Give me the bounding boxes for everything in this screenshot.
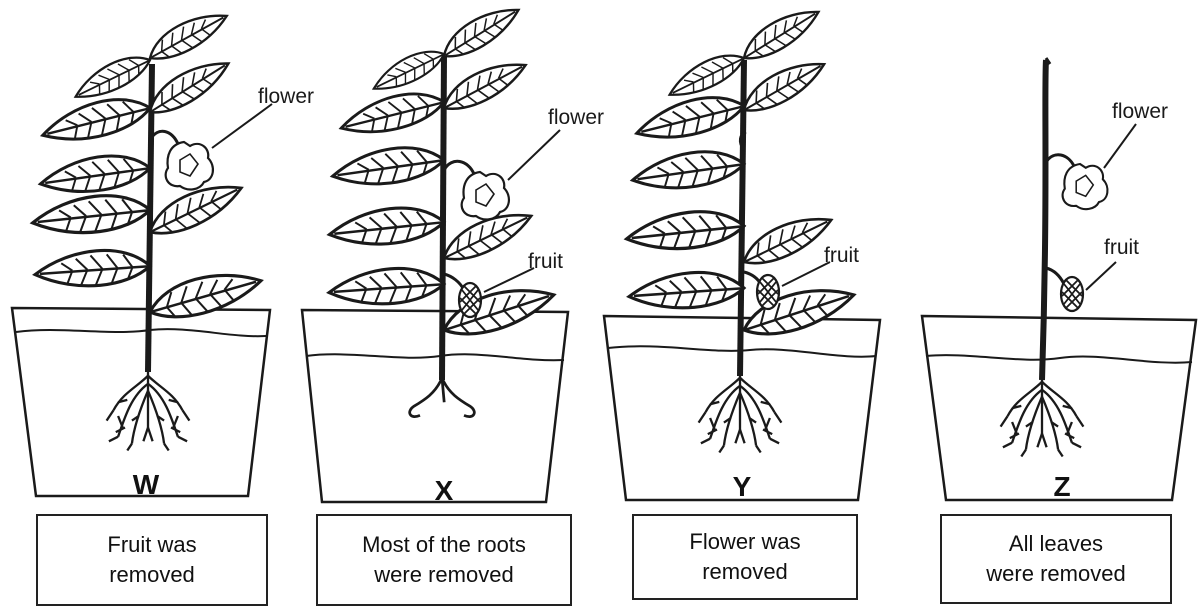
panel-w-caption-text: Fruit was removed [107,530,196,590]
panel-z-flower [1063,164,1108,209]
panel-x-plant: flower fruit X [302,0,604,506]
panel-y-caption-text: Flower was removed [689,527,800,587]
panel-y-fruit [757,275,779,309]
panel-x-caption-text: Most of the roots were removed [362,530,526,590]
panel-y-plant: fruit Y [604,2,880,502]
panel-w-plant: flower W [12,5,314,500]
panel-z-flower-label: flower [1112,100,1168,123]
panel-x-pot [302,310,568,502]
panel-y-letter: Y [733,471,752,502]
panel-z-caption: All leaves were removed [940,514,1172,604]
panel-y-fruit-label: fruit [824,244,859,267]
panel-x-fruit [459,283,481,317]
panel-y-caption: Flower was removed [632,514,858,600]
panel-w-pot [12,308,270,496]
panel-x-flower-label: flower [548,106,604,129]
panel-w-flower-label: flower [258,85,314,108]
panel-z-letter: Z [1053,471,1070,502]
panel-w-letter: W [133,469,160,500]
panel-x-letter: X [435,475,454,506]
panel-w-caption: Fruit was removed [36,514,268,606]
panel-x-flower [462,172,509,219]
panel-z-caption-text: All leaves were removed [986,529,1125,589]
panel-x-fruit-label: fruit [528,250,563,273]
panel-z-fruit-label: fruit [1104,236,1139,259]
panel-z-plant: flower fruit Z [922,58,1196,502]
panel-z-fruit [1061,277,1083,311]
panel-w-flower [166,142,213,189]
panel-x-caption: Most of the roots were removed [316,514,572,606]
